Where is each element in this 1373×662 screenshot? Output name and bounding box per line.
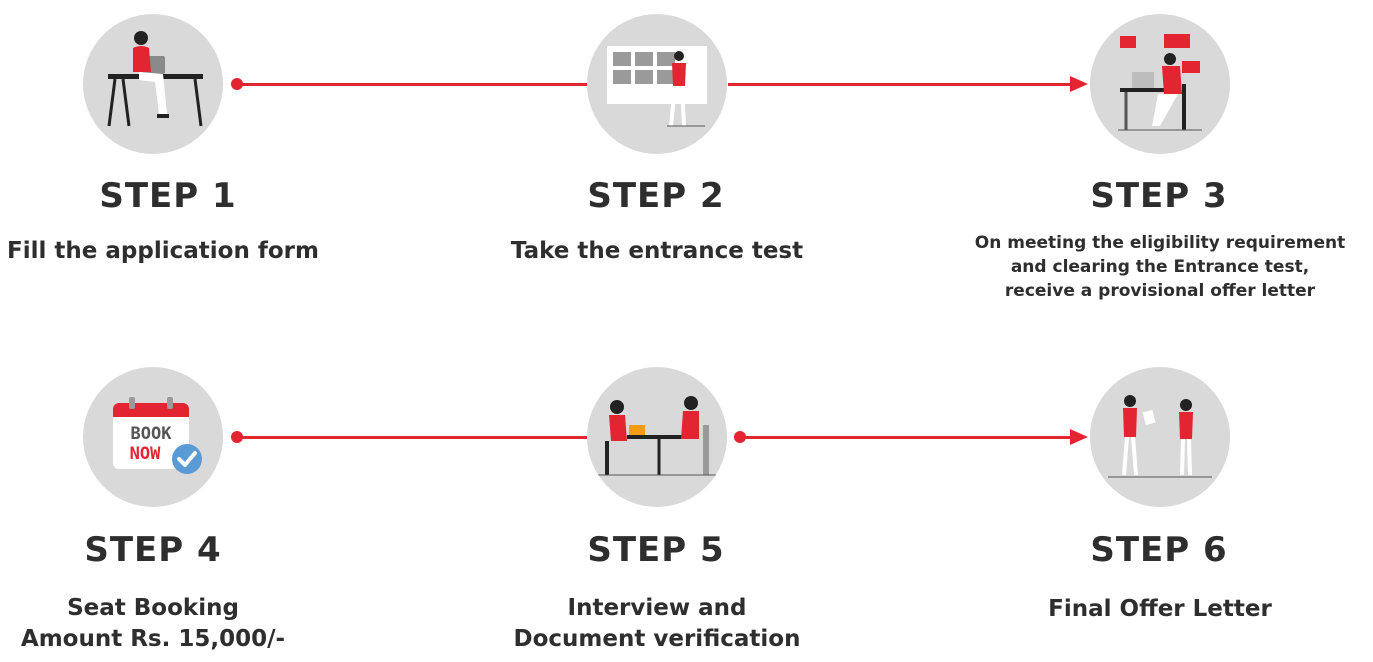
step-6-description: Final Offer Letter bbox=[980, 594, 1340, 625]
book-now-line-2: NOW bbox=[130, 444, 161, 464]
step-5-description: Interview and Document verification bbox=[477, 593, 837, 654]
connector-arrow-3 bbox=[1070, 76, 1088, 92]
interview-meeting-icon bbox=[587, 367, 727, 507]
step-4-description: Seat Booking Amount Rs. 15,000/- bbox=[0, 593, 333, 654]
step-6-description-line: Final Offer Letter bbox=[1048, 596, 1272, 622]
step-3-title: STEP 3 bbox=[1090, 176, 1228, 216]
step-6-title: STEP 6 bbox=[1090, 530, 1228, 570]
step-2-description-line: Take the entrance test bbox=[510, 238, 804, 264]
step-2-title: STEP 2 bbox=[587, 176, 725, 216]
step-4-title: STEP 4 bbox=[84, 530, 222, 570]
connector-line-2-3 bbox=[728, 83, 1073, 86]
connector-arrow-6 bbox=[1070, 429, 1088, 445]
step-4-description-line: Amount Rs. 15,000/- bbox=[20, 625, 286, 652]
step-2-description: Take the entrance test bbox=[477, 236, 837, 267]
step-5-description-line: Interview and bbox=[567, 595, 747, 621]
step-3-description-line: and clearing the Entrance test, bbox=[1010, 256, 1310, 277]
person-at-board-icon bbox=[587, 14, 727, 154]
step-3-description: On meeting the eligibility requirement a… bbox=[940, 232, 1373, 303]
connector-line-5-6 bbox=[740, 436, 1073, 439]
step-3-description-line: receive a provisional offer letter bbox=[1004, 280, 1316, 301]
step-3-description-line: On meeting the eligibility requirement bbox=[974, 233, 1346, 253]
offer-letter-handover-icon bbox=[1090, 367, 1230, 507]
developer-at-laptop-icon bbox=[1090, 14, 1230, 154]
step-5-title: STEP 5 bbox=[587, 530, 725, 570]
step-5-description-line: Document verification bbox=[513, 625, 801, 652]
connector-line-1-2 bbox=[237, 83, 587, 86]
step-1-title: STEP 1 bbox=[99, 176, 237, 216]
step-1-description-line: Fill the application form bbox=[7, 238, 319, 264]
step-1-description: Fill the application form bbox=[0, 236, 343, 267]
person-at-desk-icon bbox=[83, 14, 223, 154]
connector-line-4-5 bbox=[237, 436, 587, 439]
book-now-calendar-icon: BOOK NOW bbox=[83, 367, 223, 507]
book-now-line-1: BOOK bbox=[131, 424, 173, 444]
step-4-description-line: Seat Booking bbox=[67, 595, 239, 621]
